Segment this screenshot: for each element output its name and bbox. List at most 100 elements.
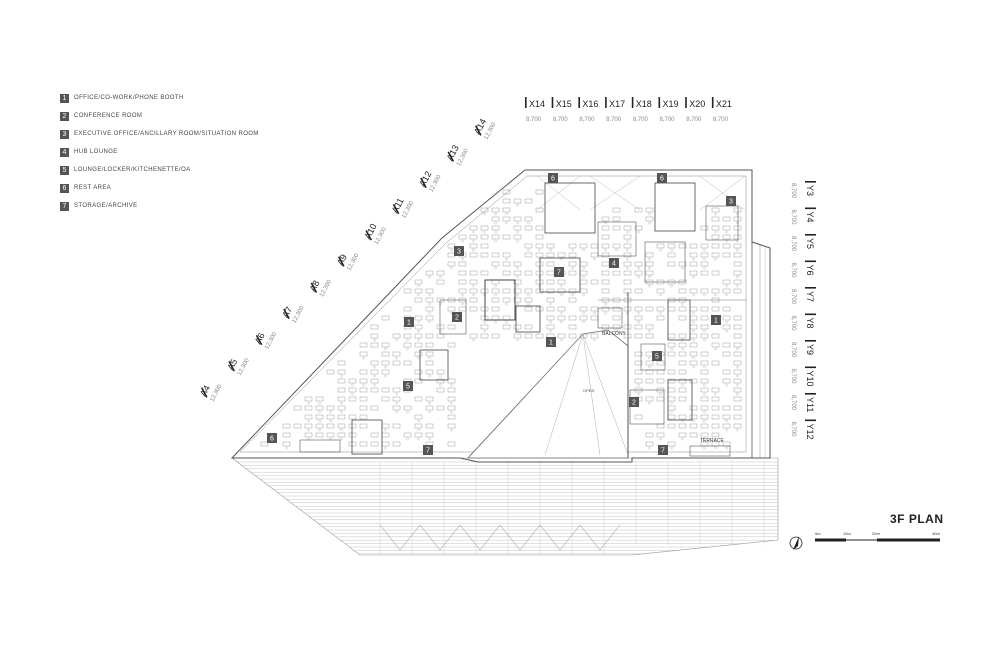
- grid-x-spacing: 8,700: [553, 117, 569, 123]
- room-badge: 6: [657, 173, 667, 183]
- grid-x-marker: X17 8,700: [605, 97, 625, 123]
- legend-number-badge: 3: [60, 129, 69, 139]
- room-badge: 2: [452, 312, 462, 322]
- grid-x-spacing: 8,700: [606, 117, 622, 123]
- room-badge: 1: [711, 315, 721, 325]
- grid-a-spacing: 12,300: [292, 305, 306, 325]
- grid-y-label: Y4: [805, 212, 815, 223]
- room-badge: 1: [546, 337, 556, 347]
- grid-x-marker: X19 8,700: [658, 97, 679, 123]
- grid-y-spacing: 8,700: [790, 263, 796, 279]
- room-badge-number: 2: [455, 315, 459, 322]
- grid-x-label: X15: [556, 99, 572, 109]
- grid-a-label: A8: [308, 279, 322, 293]
- grid-x-label: X17: [609, 99, 625, 109]
- grid-y-label: Y7: [805, 291, 815, 302]
- room-badge: 2: [629, 397, 639, 407]
- legend-label: HUB LOUNGE: [74, 149, 118, 155]
- grid-x-label: X19: [663, 99, 679, 109]
- room-badge-number: 3: [457, 249, 461, 256]
- grid-y-label: Y10: [805, 371, 815, 387]
- grid-y-spacing: 8,700: [790, 210, 796, 226]
- room-badge: 7: [658, 445, 668, 455]
- room-badge-number: 5: [655, 354, 659, 361]
- legend-label: CONFERENCE ROOM: [74, 113, 143, 119]
- room-badge-number: 1: [714, 318, 718, 325]
- room-badge-number: 6: [551, 176, 555, 183]
- room-badge-number: 3: [729, 199, 733, 206]
- grid-a-label: A7: [280, 305, 294, 319]
- grid-y-spacing: 8,700: [790, 236, 796, 252]
- grid-y-label: Y9: [805, 344, 815, 355]
- grid-x-marker: X15 8,700: [551, 97, 572, 123]
- plan-title: 3F PLAN: [890, 512, 944, 526]
- room-badge-number: 5: [406, 384, 410, 391]
- grid-x-label: X20: [689, 99, 705, 109]
- grid-y-spacing: 8,700: [790, 316, 796, 332]
- grid-y-label: Y5: [805, 238, 815, 249]
- building-outline: [230, 169, 771, 463]
- grid-x-spacing: 8,700: [633, 117, 649, 123]
- grid-x-spacing: 8,700: [526, 117, 542, 123]
- scale-label-10: 10m: [843, 531, 851, 536]
- grid-y-marker: Y12 8,700: [790, 419, 816, 440]
- room-badge-number: 7: [426, 448, 430, 455]
- legend-number-badge: 7: [60, 201, 69, 211]
- grid-y-label: Y8: [805, 318, 815, 329]
- grid-y-spacing: 8,700: [790, 422, 796, 438]
- room-badge: 6: [548, 173, 558, 183]
- room-badge: 5: [403, 381, 413, 391]
- legend-label: LOUNGE/LOCKER/KITCHENETTE/OA: [74, 167, 191, 173]
- scale-bar: 0m 10m 20m 40m: [815, 531, 940, 542]
- room-badge: 6: [267, 433, 277, 443]
- column-grid-y: Y38,700Y48,700Y58,700Y68,700Y78,700Y88,7…: [790, 181, 816, 440]
- grid-x-spacing: 8,700: [660, 117, 676, 123]
- grid-y-label: Y6: [805, 265, 815, 276]
- grid-a-spacing: 12,300: [319, 279, 333, 299]
- grid-y-marker: Y78,700: [790, 287, 816, 305]
- room-badge: 4: [609, 258, 619, 268]
- grid-x-label: X21: [716, 99, 732, 109]
- grid-y-label: Y11: [805, 397, 815, 412]
- legend-item: 3 EXECUTIVE OFFICE/ANCILLARY ROOM/SITUATI…: [60, 125, 259, 143]
- grid-a-spacing: 12,300: [237, 357, 251, 377]
- balcony-label: BALCONY: [602, 331, 627, 337]
- terrace-label: TERRACE: [700, 438, 725, 444]
- legend-label: EXECUTIVE OFFICE/ANCILLARY ROOM/SITUATIO…: [74, 131, 259, 137]
- grid-y-marker: Y3 8,700: [790, 181, 816, 199]
- room-badge-number: 6: [660, 176, 664, 183]
- room-badge-number: 7: [557, 270, 561, 277]
- grid-y-spacing: 8,700: [790, 342, 796, 358]
- grid-a-label: A9: [335, 253, 349, 267]
- grid-y-marker: Y5 8,700: [790, 234, 816, 252]
- grid-y-label: Y3: [805, 185, 815, 196]
- grid-x-label: X14: [529, 99, 545, 109]
- grid-y-spacing: 8,700: [790, 183, 796, 199]
- room-badge: 3: [726, 196, 736, 206]
- room-badge-number: 4: [612, 261, 616, 268]
- room-badge: 3: [454, 246, 464, 256]
- room-badge-number: 1: [549, 340, 553, 347]
- room-badge-number: 6: [270, 436, 274, 443]
- room-badge-number: 2: [632, 400, 636, 407]
- grid-y-label: Y12: [805, 424, 815, 440]
- legend-label: REST AREA: [74, 185, 112, 191]
- grid-a-spacing: 12,300: [209, 383, 223, 403]
